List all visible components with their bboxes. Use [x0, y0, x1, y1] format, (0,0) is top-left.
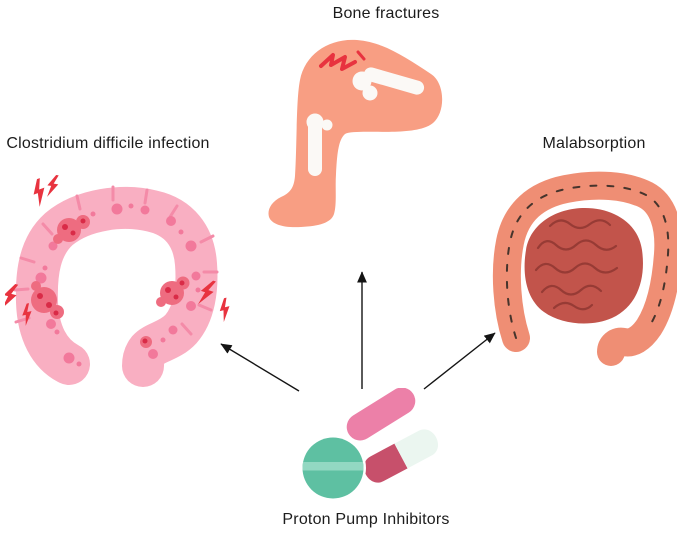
inflamed-colon-graphic	[5, 174, 233, 387]
ppi-pills-illustration	[300, 388, 444, 501]
label-malabsorption: Malabsorption	[542, 135, 646, 152]
small-intestine-coils	[534, 219, 619, 311]
bone-fracture-illustration	[268, 39, 443, 228]
small-intestine	[524, 208, 643, 324]
leg-graphic	[268, 39, 443, 228]
inflammation-cluster	[31, 281, 64, 319]
cdiff-colon-illustration	[5, 174, 233, 387]
tibia-bone	[306, 113, 333, 176]
inflammation-clusters	[31, 215, 190, 348]
label-cdiff-infection: Clostridium difficile infection	[6, 135, 210, 152]
inflammation-cluster	[140, 336, 152, 348]
label-bone-fractures: Bone fractures	[332, 5, 440, 22]
two-tone-capsule	[358, 425, 444, 487]
fracture-crack-icon	[319, 50, 366, 71]
inflammation-cluster	[156, 276, 190, 307]
label-proton-pump-inhibitors: Proton Pump Inhibitors	[282, 511, 450, 528]
malabsorption-intestines-illustration	[492, 171, 677, 366]
arrow-to-cdiff-infection	[220, 343, 300, 392]
green-tablet	[300, 435, 366, 501]
colon-dashed-line	[505, 184, 670, 339]
intestines-graphic	[492, 171, 677, 366]
colon-creases	[13, 185, 219, 336]
femur-bone	[352, 67, 425, 101]
arrow-to-malabsorption	[423, 332, 496, 390]
pink-pill	[346, 388, 416, 441]
inflammation-cluster	[53, 215, 90, 244]
